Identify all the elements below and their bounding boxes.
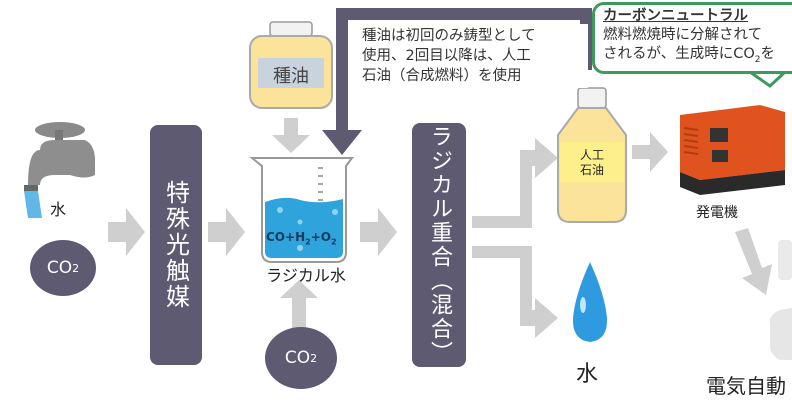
arrow-to-catalyst (108, 208, 145, 256)
seed-oil-label: 種油 (273, 66, 309, 87)
arrow-co2-to-beaker (280, 280, 318, 330)
co2-text: CO (46, 258, 73, 278)
note-line-3: 石油（合成燃料）を使用 (362, 68, 522, 84)
generator-icon (680, 105, 785, 195)
artificial-oil-bottle (557, 87, 627, 223)
arrow-to-water (472, 246, 558, 338)
ev-icon (769, 308, 792, 360)
generator-label: 発電機 (696, 205, 738, 221)
co2-subscript: 2 (72, 261, 80, 275)
co2-bottom-text: CO (284, 348, 311, 368)
note-line-2: 使用、2回目以降は、人工 (362, 48, 531, 64)
faucet-icon (24, 122, 95, 218)
arrow-to-ev (735, 228, 772, 295)
feedback-arrow (322, 8, 592, 155)
artificial-oil-line1: 人工 (579, 148, 604, 162)
photocatalyst-box: 特殊光触媒 (150, 125, 202, 365)
radical-water-label: ラジカル水 (266, 266, 346, 285)
arrow-to-polymerization (360, 208, 397, 256)
carbon-neutral-bubble: カーボンニュートラル 燃料燃焼時に分解されて されるが、生成時にCO2を (592, 2, 792, 74)
water-output-label: 水 (576, 362, 599, 387)
carbon-neutral-title: カーボンニュートラル (603, 8, 748, 24)
radical-polymerization-box: ラジカル重合（混合） (412, 123, 466, 367)
water-input-label: 水 (50, 200, 67, 219)
arrow-to-oil (472, 138, 558, 228)
note-line-1: 種油は初回のみ鋳型として (362, 28, 536, 44)
co2-bottom-subscript: 2 (310, 351, 318, 365)
beaker-formula: CO+H2+O2 (266, 230, 337, 247)
ev-label: 電気自動 (706, 374, 786, 398)
arrow-to-beaker (208, 208, 245, 256)
carbon-neutral-line1: 燃料燃焼時に分解されて (603, 27, 763, 43)
arrow-seed-to-beaker (272, 118, 310, 153)
cn-line2-post: を (760, 46, 775, 62)
beaker-icon (249, 157, 354, 263)
cn-line2-pre: されるが、生成時にCO (603, 46, 755, 62)
artificial-oil-line2: 石油 (579, 163, 604, 177)
artificial-oil-label: 人工 石油 (560, 148, 624, 178)
cn-line2-sub: 2 (754, 54, 761, 65)
seed-oil-bottle (249, 21, 333, 109)
seed-oil-note: 種油は初回のみ鋳型として 使用、2回目以降は、人工 石油（合成燃料）を使用 (356, 24, 588, 88)
water-drop-icon (572, 262, 608, 342)
arrow-to-generator (632, 132, 668, 172)
carbon-neutral-line2: されるが、生成時にCO2を (603, 45, 792, 70)
